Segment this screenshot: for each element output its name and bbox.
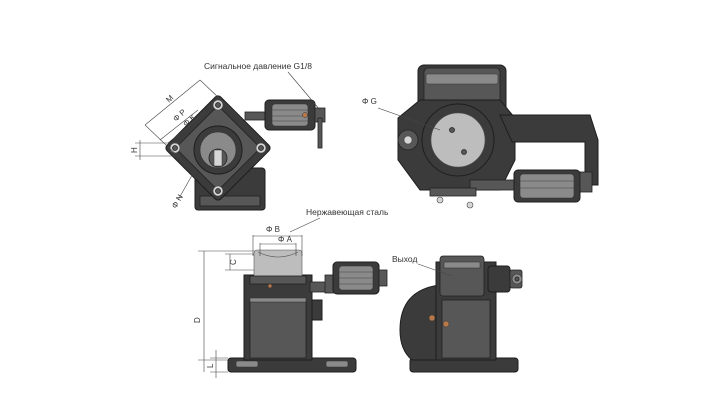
dim-phiG: Φ G xyxy=(362,97,377,106)
phiG-leader xyxy=(377,107,441,131)
top-view-dimensions xyxy=(135,71,321,201)
dim-D: D xyxy=(193,317,202,323)
dim-phiB: Φ B xyxy=(266,225,280,234)
rear-view xyxy=(399,255,523,373)
output-label: Выход xyxy=(392,254,417,264)
front-view xyxy=(227,249,388,373)
signal-port xyxy=(302,112,308,118)
center-disc xyxy=(430,112,486,168)
dim-L: L xyxy=(206,363,215,368)
dim-H: H xyxy=(130,147,139,153)
front-view-dimensions xyxy=(198,217,321,378)
stainless-steel-label: Нержавеющая сталь xyxy=(306,207,389,217)
dim-phiN: Φ N xyxy=(170,193,185,210)
signal-pressure-label: Сигнальное давление G1/8 xyxy=(204,61,312,71)
dim-phiA: Φ A xyxy=(278,235,293,244)
dim-C: C xyxy=(229,259,238,265)
top-view xyxy=(165,95,326,211)
side-view xyxy=(397,64,599,209)
output-leader xyxy=(417,263,453,277)
dim-M: M xyxy=(164,93,175,104)
